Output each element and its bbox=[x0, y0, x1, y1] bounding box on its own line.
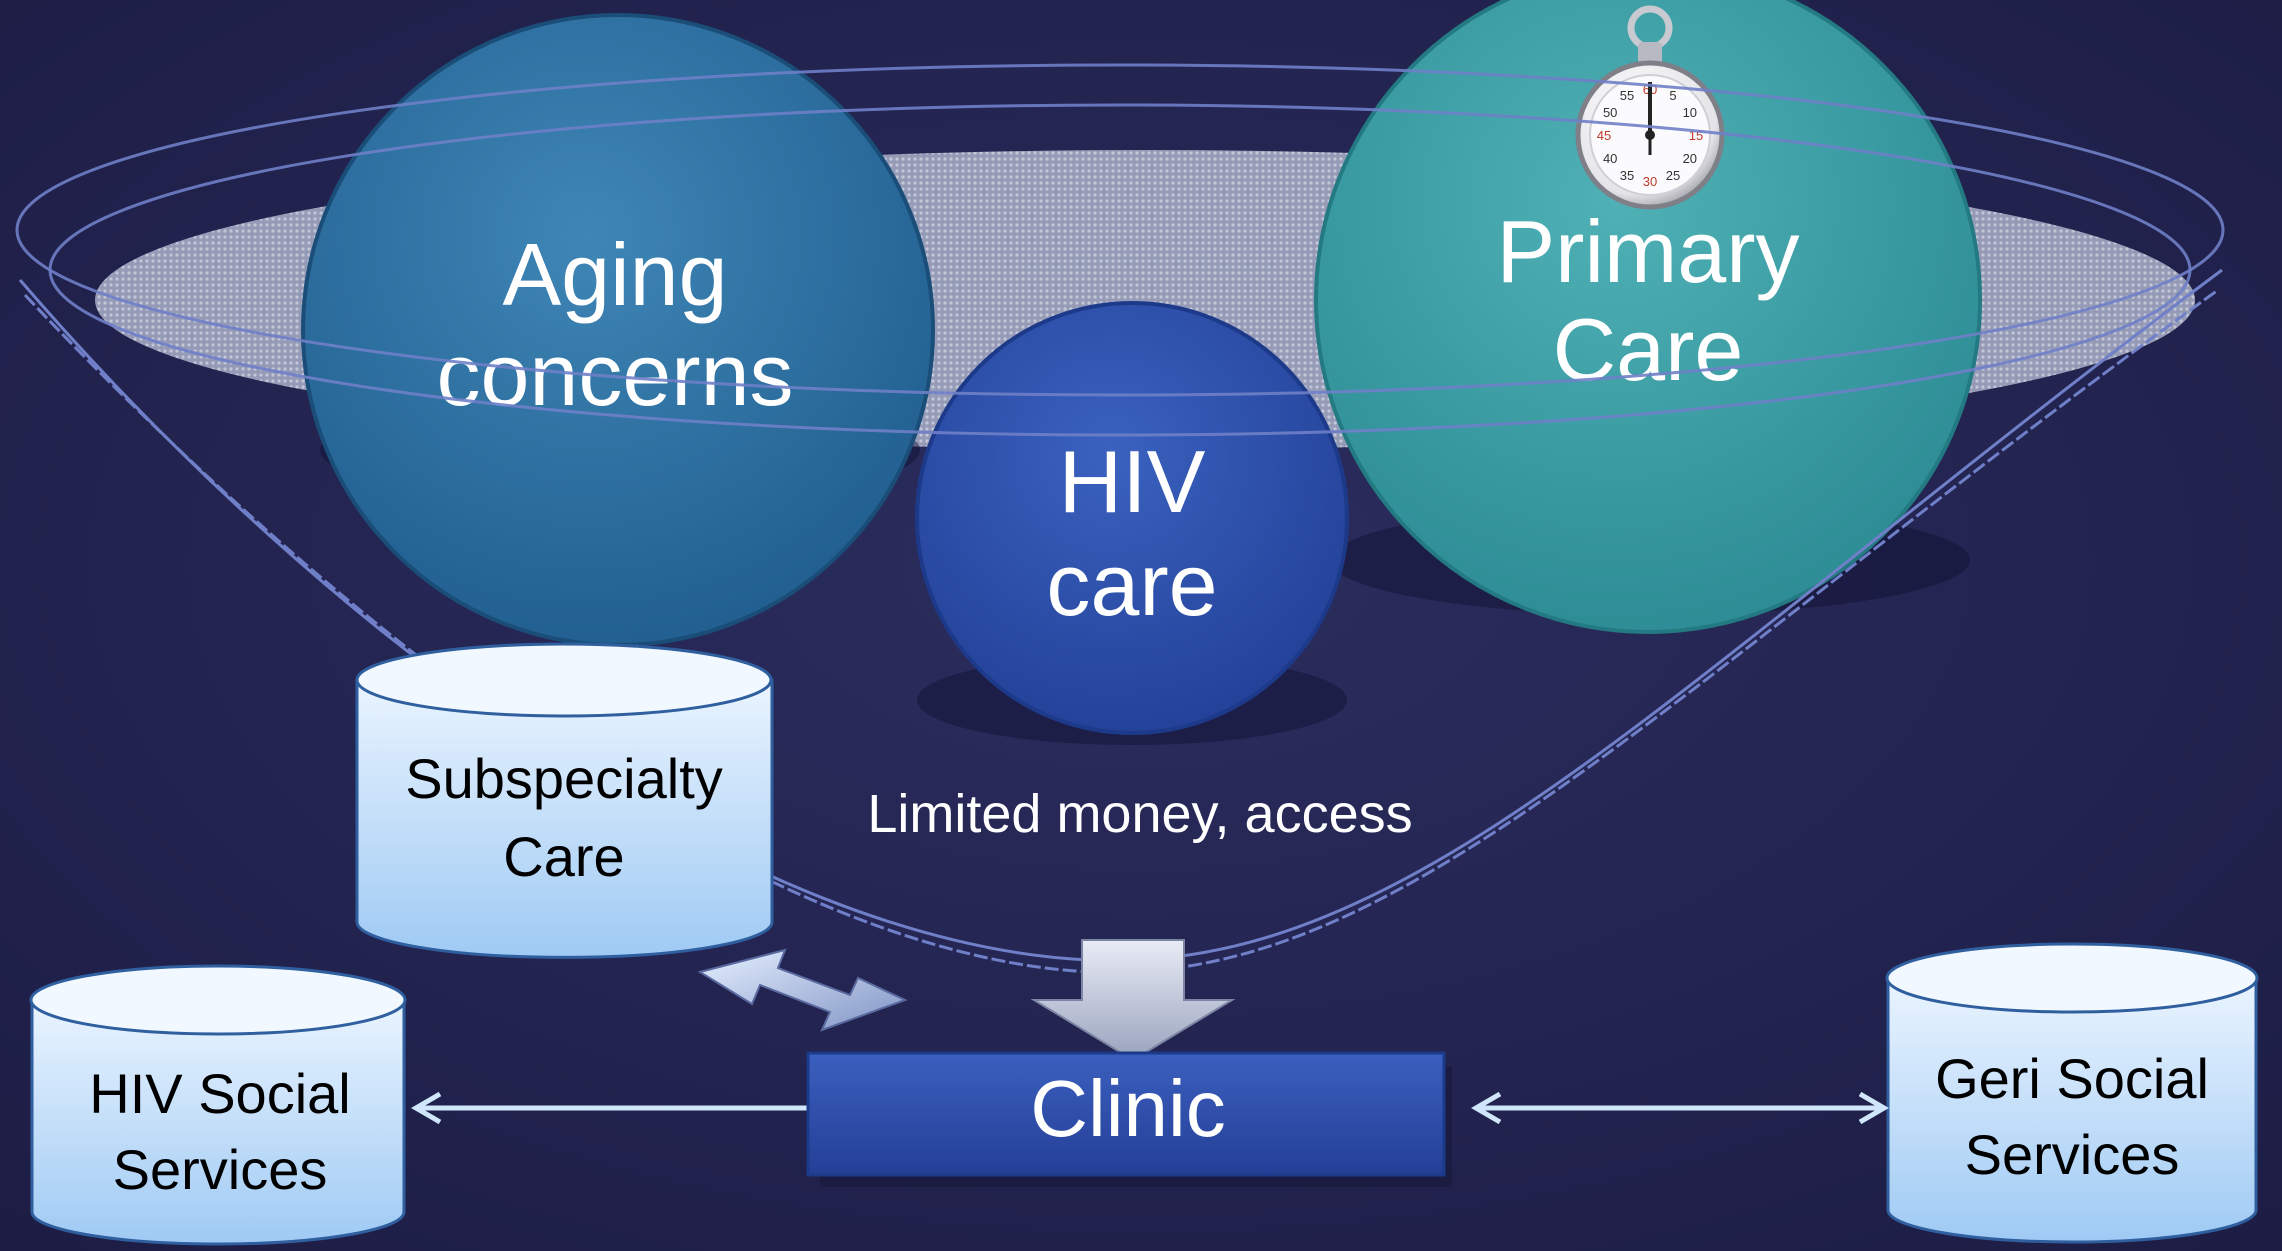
subspecialty-line1: Subspecialty bbox=[405, 747, 723, 810]
constraint-label: Limited money, access bbox=[867, 784, 1412, 844]
hiv-social-line1: HIV Social bbox=[89, 1062, 350, 1125]
geri-social-line1: Geri Social bbox=[1935, 1047, 2209, 1110]
clinic-box: Clinic bbox=[806, 1051, 1452, 1187]
dial-number: 25 bbox=[1666, 168, 1680, 183]
subspecialty-care-cylinder: Subspecialty Care bbox=[355, 642, 774, 959]
dial-number: 40 bbox=[1603, 151, 1617, 166]
clinic-geri-social-connector bbox=[1471, 1091, 1889, 1125]
stopwatch-icon: 60510152025303540455055 bbox=[1575, 5, 1725, 210]
geri-social-services-cylinder: Geri Social Services bbox=[1885, 942, 2259, 1244]
dial-number: 10 bbox=[1683, 105, 1697, 120]
dial-number: 30 bbox=[1643, 174, 1657, 189]
stopwatch-dial: 60510152025303540455055 bbox=[1597, 82, 1703, 189]
down-arrow-icon bbox=[1030, 939, 1236, 1062]
dial-number: 5 bbox=[1669, 88, 1676, 103]
aging-circle-line2: concerns bbox=[436, 325, 793, 424]
hiv-social-line2: Services bbox=[113, 1138, 328, 1201]
clinic-hiv-social-connector bbox=[411, 1091, 808, 1125]
dial-number: 55 bbox=[1620, 88, 1634, 103]
aging-circle-line1: Aging bbox=[502, 225, 727, 324]
primary-circle-line1: Primary bbox=[1496, 202, 1799, 301]
hiv-social-services-cylinder: HIV Social Services bbox=[29, 964, 407, 1246]
dial-number: 20 bbox=[1683, 151, 1697, 166]
geri-social-line2: Services bbox=[1965, 1123, 2180, 1186]
hiv-care-circle: HIV care bbox=[915, 301, 1349, 735]
subspecialty-line2: Care bbox=[503, 825, 624, 888]
double-arrow-icon bbox=[697, 948, 908, 1032]
primary-circle-line2: Care bbox=[1553, 300, 1744, 399]
primary-care-circle: Primary Care bbox=[1314, 0, 1982, 634]
dial-number: 45 bbox=[1597, 128, 1611, 143]
clinic-label: Clinic bbox=[1030, 1064, 1226, 1153]
hiv-circle-line1: HIV bbox=[1059, 432, 1206, 531]
dial-number: 35 bbox=[1620, 168, 1634, 183]
hiv-circle-line2: care bbox=[1046, 535, 1217, 634]
dial-number: 50 bbox=[1603, 105, 1617, 120]
